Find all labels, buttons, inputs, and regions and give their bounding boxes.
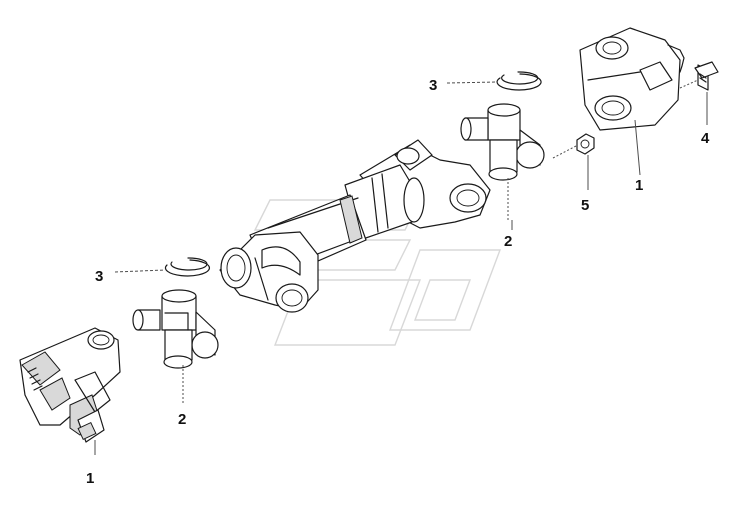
snap-ring-left [114, 257, 211, 277]
bolt [679, 61, 719, 125]
callout-1-left: 1 [86, 470, 94, 487]
flange-yoke-left [19, 327, 121, 455]
universal-joint-cross-left [132, 289, 219, 405]
snap-ring-right [446, 71, 542, 91]
universal-joint-cross-right [460, 103, 545, 230]
callout-1-right: 1 [635, 177, 643, 194]
callout-2-right: 2 [504, 233, 512, 250]
propeller-shaft [219, 139, 491, 313]
nut [552, 133, 595, 190]
callout-5: 5 [581, 197, 589, 214]
callout-4: 4 [701, 130, 710, 147]
callout-3-left: 3 [95, 268, 103, 285]
flange-yoke-right [579, 27, 685, 176]
callout-3-right: 3 [429, 77, 437, 94]
callout-2-left: 2 [178, 411, 186, 428]
